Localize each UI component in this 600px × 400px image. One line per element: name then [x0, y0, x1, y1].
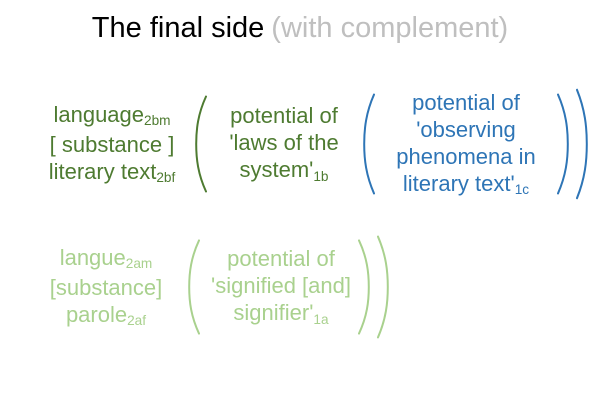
big-paren-close-icon: [358, 239, 370, 335]
language-substance-block: language2bm [ substance ] literary text2…: [33, 101, 191, 188]
text-line: signifier'1a: [233, 300, 329, 327]
subscript-label: 2bm: [144, 113, 171, 129]
text-line: system'1b: [239, 157, 329, 184]
text-line: [ substance ]: [49, 131, 175, 157]
signified-signifier-block: potential of 'signified [and] signifier'…: [208, 245, 354, 329]
text-line: 'laws of the: [229, 130, 339, 155]
text-line: potential of: [230, 103, 338, 128]
subscript-label: 1c: [514, 182, 530, 198]
text-line: langue2am: [59, 244, 153, 272]
text-line: [substance]: [49, 274, 163, 300]
big-paren-open-icon: [363, 93, 375, 195]
big-paren-open-icon: [188, 239, 200, 335]
text-line: potential of: [227, 246, 335, 271]
langue-parole-block: langue2am [substance] parole2af: [43, 244, 169, 331]
text-line: 'signified [and]: [211, 273, 351, 298]
expression-row-upper: language2bm [ substance ] literary text2…: [33, 84, 590, 204]
text-line: language2bm: [53, 101, 171, 129]
subscript-label: 1a: [313, 311, 329, 327]
big-paren-close-icon: [557, 93, 569, 195]
text-line: literary text2bf: [48, 158, 176, 186]
title-main-text: The final side: [91, 12, 265, 44]
subscript-label: 2am: [125, 256, 153, 272]
subscript-label: 2af: [127, 313, 147, 329]
subscript-label: 2bf: [156, 170, 176, 186]
subscript-label: 1b: [313, 168, 329, 184]
observing-phenomena-block: potential of 'observing phenomena in lit…: [377, 89, 555, 200]
big-paren-close-outer-icon: [576, 88, 588, 200]
text-line: phenomena in: [396, 143, 536, 169]
big-paren-open-icon: [195, 95, 207, 193]
text-line: 'observing: [416, 116, 516, 142]
potential-laws-block: potential of 'laws of the system'1b: [215, 102, 353, 186]
text-line: literary text'1c: [402, 170, 530, 198]
title-complement-text: (with complement): [271, 12, 509, 44]
text-line: parole2af: [65, 301, 147, 329]
slide-title: The final side(with complement): [0, 11, 600, 45]
big-paren-close-outer-icon: [377, 235, 389, 339]
text-line: potential of: [412, 89, 520, 115]
expression-row-lower: langue2am [substance] parole2af potentia…: [43, 232, 391, 342]
